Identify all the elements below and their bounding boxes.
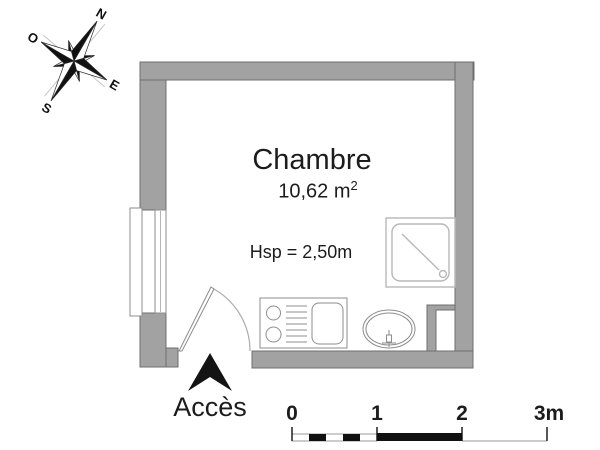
shower-tray [385, 217, 456, 288]
room-area-value: 10,62 m [278, 180, 351, 203]
window [129, 207, 167, 317]
wall-left-upper [139, 79, 167, 211]
wall-door-jamb [165, 347, 179, 368]
compass-star: N E S O [25, 5, 122, 117]
duct-niche [435, 309, 456, 352]
door-swing-arc [211, 287, 251, 352]
room-area-label: 10,62 m2 [218, 178, 418, 204]
scale-segment-1-2 [377, 433, 462, 441]
faucet-icon [382, 330, 396, 347]
access-arrow [188, 353, 232, 391]
drainer-lines [286, 305, 307, 343]
compass-south-label: S [39, 100, 54, 117]
shower-drain [438, 269, 448, 279]
scale-label-0: 0 [286, 402, 298, 425]
entrance-door [178, 286, 251, 352]
wall-bottom [251, 350, 474, 369]
shower-diagonal [401, 233, 440, 271]
washbasin-outer [362, 309, 416, 349]
compass-north-label: N [93, 5, 109, 23]
shower-inner [391, 223, 450, 282]
scale-bar [291, 427, 548, 442]
wall-left-lower [139, 312, 167, 368]
kitchenette [259, 297, 348, 349]
kitchen-sink-basin [311, 302, 344, 345]
scale-label-2: 2 [456, 402, 468, 425]
hob-burner-bottom [265, 326, 282, 343]
wall-top [139, 61, 475, 81]
north-compass: N E S O [25, 5, 122, 117]
compass-west-label: O [25, 29, 41, 47]
room-name-label: Chambre [252, 144, 372, 176]
scale-ticks [291, 427, 548, 441]
compass-east-label: E [107, 76, 122, 93]
access-label: Accès [173, 392, 247, 422]
washbasin [362, 309, 416, 349]
scale-label-3m: 3m [533, 402, 565, 425]
hob-burner-top [266, 305, 281, 321]
scale-label-1: 1 [371, 402, 383, 425]
ceiling-height-label: Hsp = 2,50m [249, 242, 353, 262]
scale-segment-0-1 [291, 433, 378, 442]
shower-outer [385, 217, 456, 288]
window-outer-casement [129, 207, 143, 317]
wall-right [454, 61, 474, 369]
door-leaf [178, 286, 215, 352]
room-area-exponent: 2 [350, 178, 358, 193]
